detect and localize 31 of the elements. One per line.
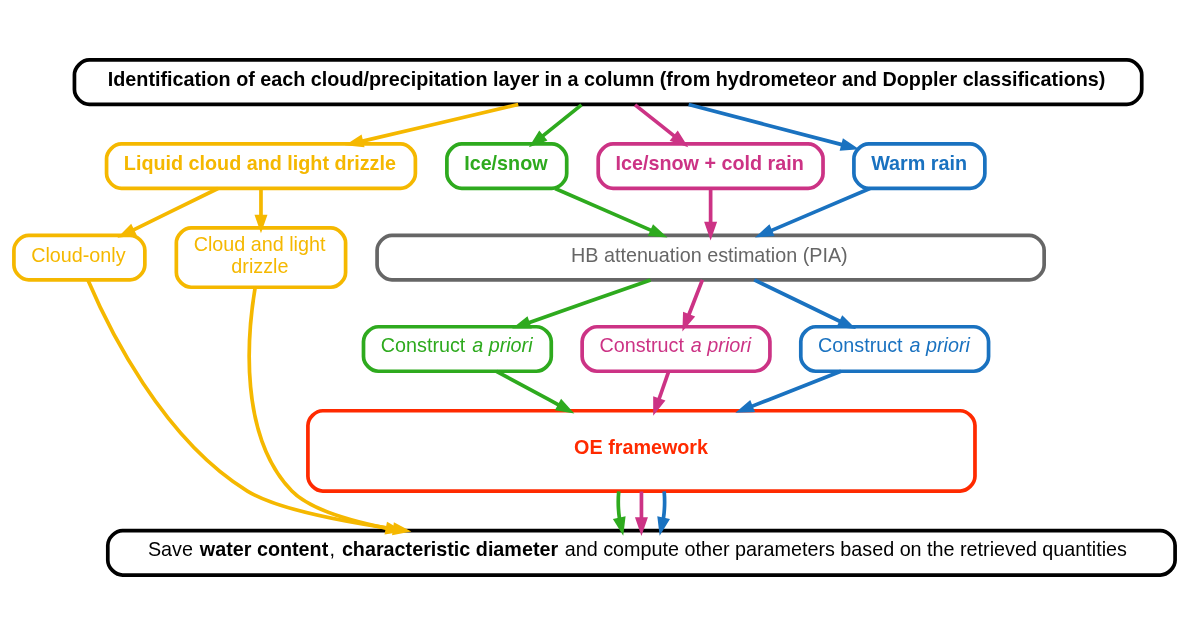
- arrow: [688, 102, 860, 151]
- arrow: [657, 490, 670, 536]
- arrow: [117, 186, 219, 238]
- node-box: Identification of each cloud/precipitation layer in a column (from hydrometeor and Doppler classifications): [72, 57, 1144, 106]
- arrow: [554, 186, 668, 237]
- node-box: Save water content, characteristic diameter and compute other parameters based on the retrieved quantities: [105, 528, 1177, 577]
- node-box: Ice/snow + cold rain: [596, 141, 825, 190]
- arrow: [254, 188, 268, 233]
- node-box: Ice/snow: [445, 141, 569, 190]
- arrow: [704, 188, 718, 240]
- node-box: Cloud-only: [12, 233, 147, 282]
- arrow: [495, 369, 575, 413]
- arrow: [753, 277, 857, 329]
- arrow: [653, 370, 671, 416]
- node-box: HB attenuation estimation (PIA): [375, 233, 1046, 282]
- arrow: [345, 102, 519, 147]
- arrow: [754, 186, 871, 237]
- arrow: [528, 102, 583, 147]
- node-box: Warm rain: [852, 141, 987, 190]
- arrow: [612, 490, 626, 536]
- node-box: OE framework: [306, 408, 977, 493]
- arrow: [512, 277, 652, 329]
- node-box: Liquid cloud and light drizzle: [104, 141, 418, 190]
- node-box: Construct a priori: [580, 324, 772, 373]
- node-box: Construct a priori: [798, 324, 991, 373]
- arrow: [634, 490, 648, 536]
- arrow: [682, 278, 705, 331]
- arrow: [735, 369, 842, 413]
- arrow: [633, 102, 689, 147]
- node-box: Construct a priori: [361, 324, 554, 373]
- node-box: Cloud and light drizzle: [174, 225, 348, 289]
